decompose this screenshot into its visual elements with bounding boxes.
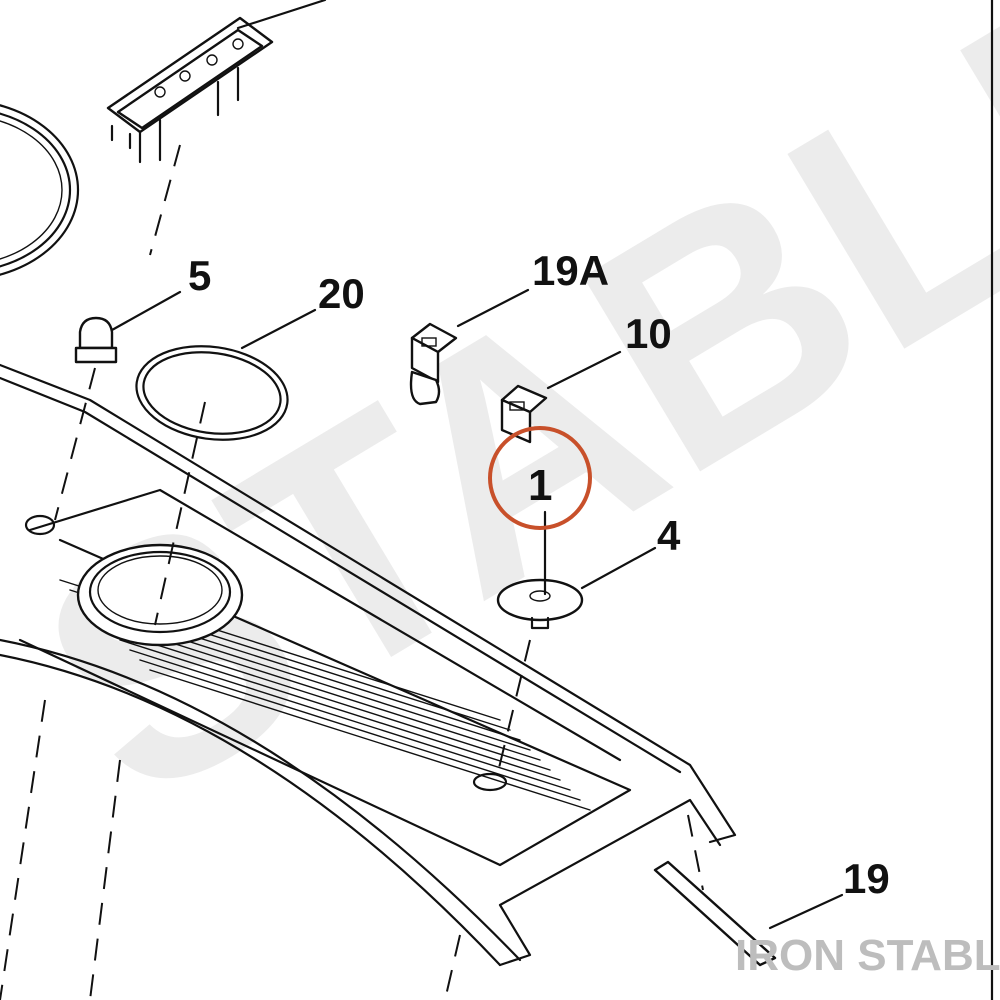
acorn-nut-part-5 bbox=[74, 316, 118, 364]
callout-1: 1 bbox=[528, 461, 552, 510]
shift-indicator-plate bbox=[106, 0, 327, 164]
washer-part-4 bbox=[496, 578, 584, 630]
callout-5: 5 bbox=[188, 252, 211, 299]
corner-watermark: IRON STABLE bbox=[735, 931, 1000, 980]
callout-20: 20 bbox=[318, 270, 365, 317]
callout-10: 10 bbox=[625, 310, 672, 357]
background-watermark: STABLE bbox=[0, 0, 1000, 870]
key-part-19a bbox=[409, 322, 458, 406]
leader-lines bbox=[110, 288, 844, 930]
console-cover bbox=[0, 363, 777, 967]
assembly-dashed-lines bbox=[0, 144, 704, 1000]
large-ring-part bbox=[0, 104, 80, 276]
callout-4: 4 bbox=[657, 512, 681, 559]
callout-19a: 19A bbox=[532, 247, 609, 294]
callout-19: 19 bbox=[843, 855, 890, 902]
o-ring-part-20 bbox=[135, 345, 289, 441]
highlight-circle bbox=[488, 426, 592, 530]
